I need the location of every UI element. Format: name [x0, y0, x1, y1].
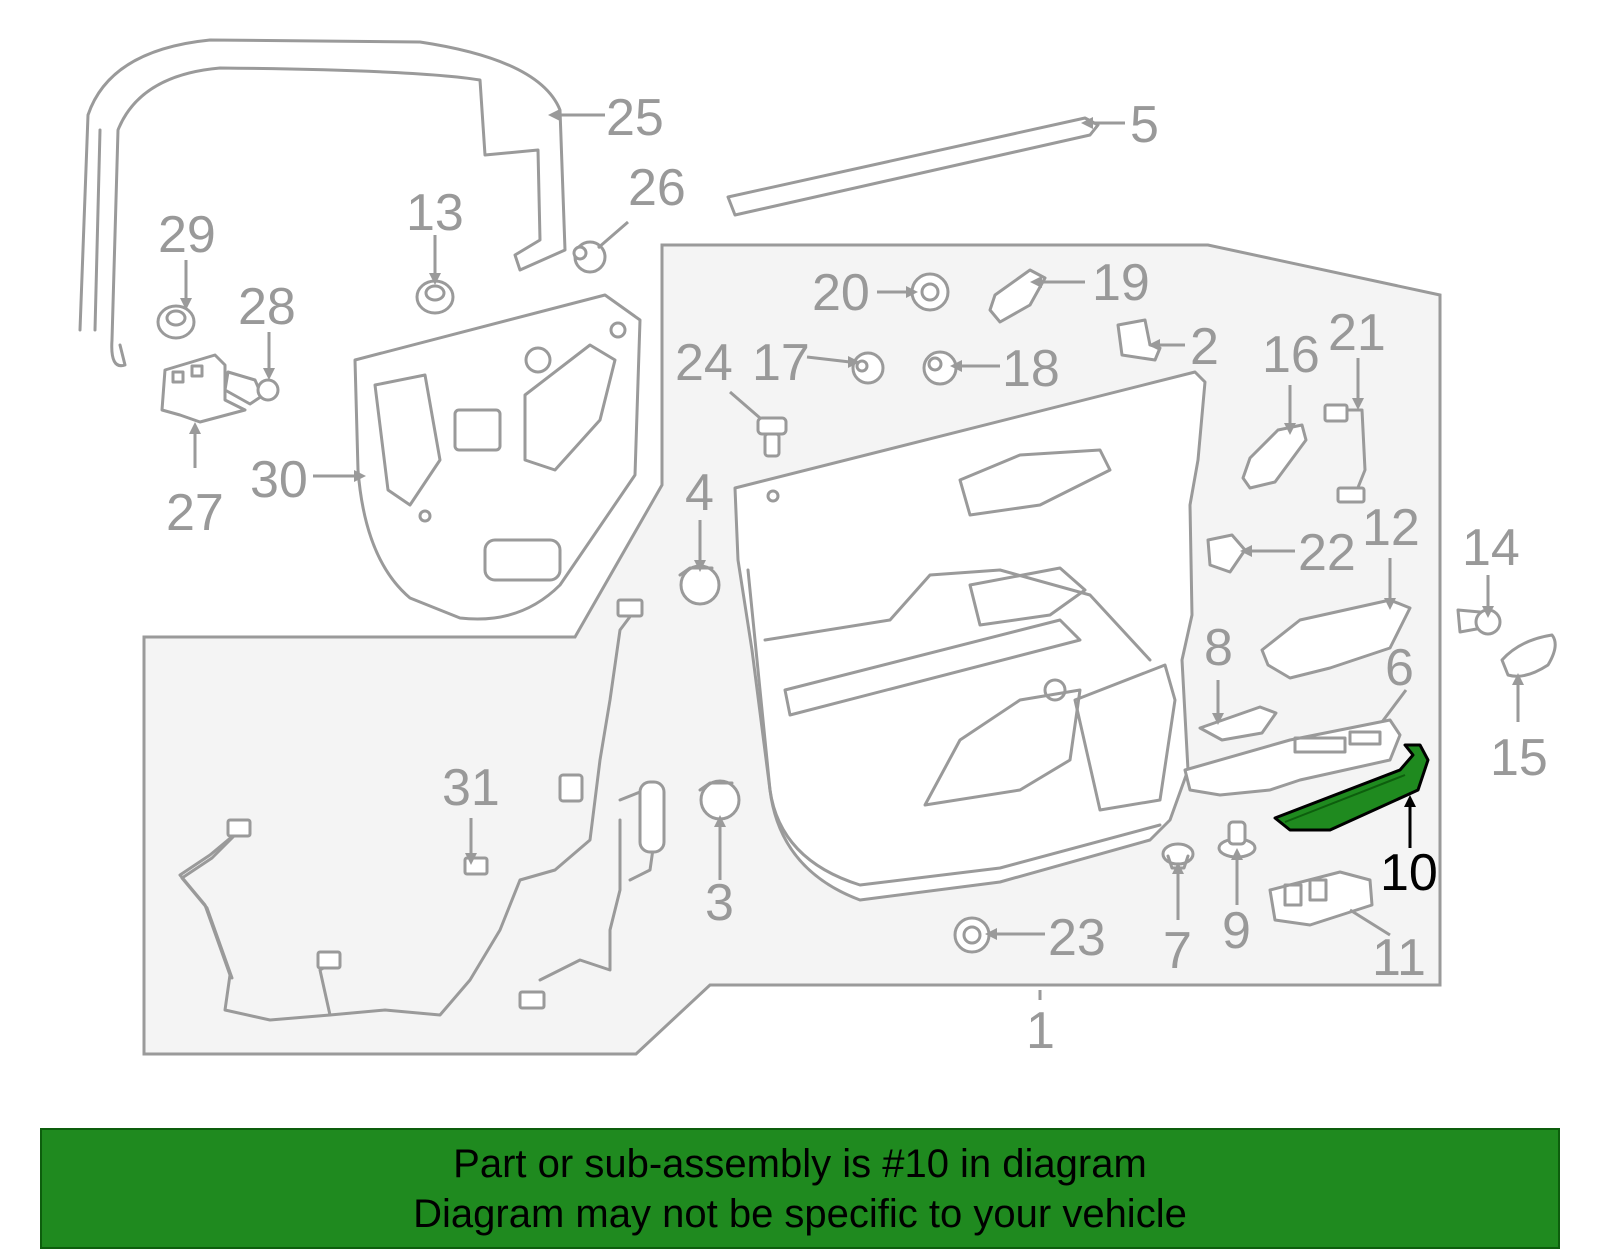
callout-10: 10 [1380, 844, 1438, 902]
leader-lines [184, 113, 1520, 1000]
callout-24: 24 [675, 334, 733, 392]
callout-12: 12 [1362, 499, 1420, 557]
part-12-handle-bezel [1260, 598, 1412, 680]
callout-23: 23 [1048, 909, 1106, 967]
part-22-clip [1206, 533, 1247, 574]
callout-27: 27 [166, 484, 224, 542]
leader-arrowheads [180, 109, 1524, 940]
part-11-switch [1268, 870, 1374, 927]
part-21-harness [1323, 403, 1367, 504]
callout-3: 3 [705, 874, 734, 932]
callout-19: 19 [1092, 254, 1150, 312]
part-26-plug [572, 240, 607, 274]
callout-21: 21 [1328, 304, 1386, 362]
part-1-door-trim-panel [733, 370, 1207, 902]
callout-9: 9 [1222, 902, 1251, 960]
part-17-fastener [851, 351, 885, 385]
callout-31: 31 [442, 759, 500, 817]
callout-17: 17 [752, 334, 810, 392]
callout-29: 29 [158, 206, 216, 264]
callout-6: 6 [1385, 639, 1414, 697]
callout-16: 16 [1262, 326, 1320, 384]
callout-11: 11 [1372, 929, 1426, 987]
part-30-inner-panel [353, 293, 642, 621]
part-5-belt-molding [726, 116, 1100, 217]
part-3-retainer [698, 779, 741, 821]
part-23-plug [953, 916, 991, 954]
part-10-highlighted[interactable] [1273, 743, 1430, 832]
callout-13: 13 [406, 184, 464, 242]
info-banner: Part or sub-assembly is #10 in diagram D… [40, 1128, 1560, 1249]
part-20-nut [910, 272, 950, 312]
part-29-bushing [156, 304, 196, 340]
callout-25: 25 [606, 89, 664, 147]
callout-1: 1 [1026, 1002, 1055, 1060]
callout-22: 22 [1298, 524, 1356, 582]
callout-7: 7 [1163, 922, 1192, 980]
part-13-grommet [415, 279, 455, 315]
part-6-switch-panel [1183, 718, 1402, 797]
part-25-window-frame [78, 38, 567, 368]
part-4-retainer [678, 564, 721, 606]
part-7-clip [1161, 842, 1195, 870]
leader-arrowhead-10 [1404, 795, 1416, 807]
part-8-trim [1198, 705, 1278, 742]
callout-14: 14 [1462, 519, 1520, 577]
part-15-cover [1500, 633, 1557, 678]
part-19-bezel [988, 268, 1047, 324]
callout-4: 4 [685, 464, 714, 522]
callout-5: 5 [1130, 96, 1159, 154]
callout-labels: 25 5 26 13 29 28 27 30 20 19 2 17 18 24 … [158, 89, 1548, 1060]
callout-2: 2 [1190, 318, 1219, 376]
callout-28: 28 [238, 278, 296, 336]
callout-26: 26 [628, 159, 686, 217]
part-18-fastener [922, 350, 958, 386]
callout-20: 20 [812, 264, 870, 322]
banner-line-2: Diagram may not be specific to your vehi… [413, 1191, 1187, 1236]
callout-8: 8 [1204, 619, 1233, 677]
callout-15: 15 [1490, 729, 1548, 787]
part-16-switch-bezel [1241, 423, 1308, 490]
banner-line-1: Part or sub-assembly is #10 in diagram [453, 1141, 1147, 1186]
callout-18: 18 [1002, 340, 1060, 398]
callout-30: 30 [250, 451, 308, 509]
part-31-wiring-harness [178, 598, 666, 1022]
part-24-push-pin [756, 416, 788, 458]
part-27-hinge-bracket [160, 353, 247, 424]
part-14-screw [1456, 608, 1502, 636]
